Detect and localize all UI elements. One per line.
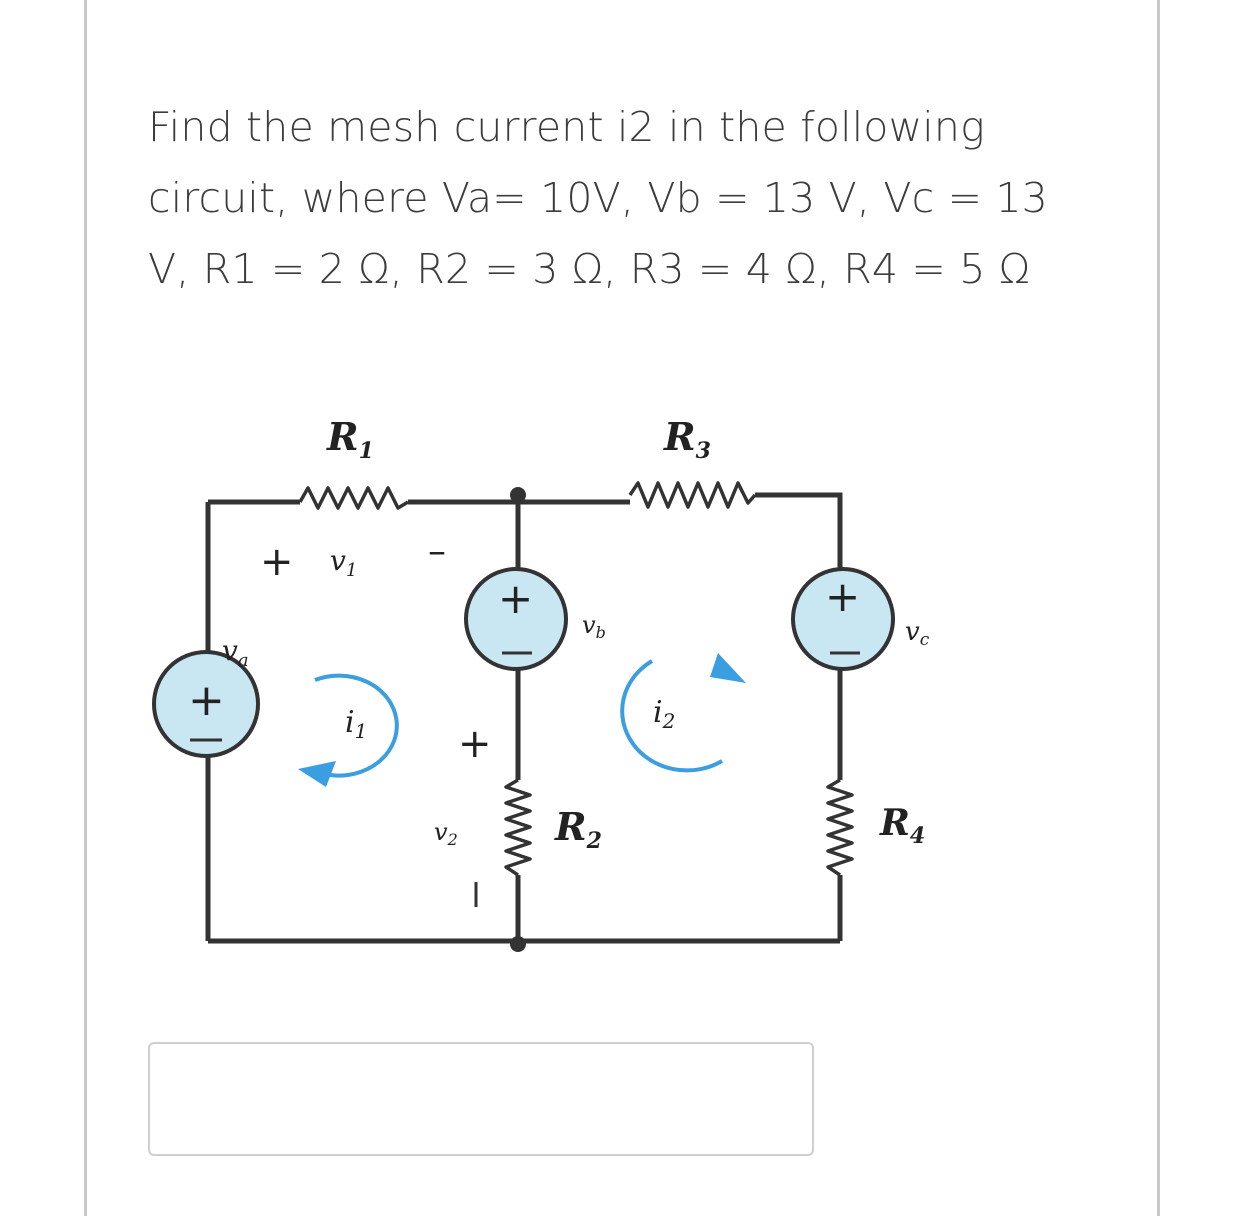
label-vb: vb (582, 611, 606, 642)
label-v1: v1 (330, 544, 357, 581)
label-i2: i2 (653, 695, 675, 733)
mesh-arrow-i2 (620, 659, 724, 773)
answer-input[interactable] (148, 1042, 814, 1156)
question-line-1: Find the mesh current i2 in the followin… (148, 103, 985, 151)
node-top (510, 487, 526, 503)
label-r2: R2 (554, 804, 602, 854)
label-va: va (222, 634, 249, 671)
label-v1-plus: + (260, 539, 294, 585)
label-r1: R1 (326, 414, 374, 464)
mesh-arrowhead-i2 (710, 653, 746, 683)
circuit-diagram: R1 + v1 – R3 + va + vb + vc R2 + v2 R4 i… (152, 414, 930, 952)
label-v2-plus: + (458, 721, 492, 767)
resistor-r3 (628, 481, 757, 509)
label-vb-plus: + (498, 574, 533, 623)
resistor-r2 (504, 778, 532, 877)
question-line-3: V, R1 = 2 Ω, R2 = 3 Ω, R3 = 4 Ω, R4 = 5 … (148, 245, 1031, 293)
mesh-arrowhead-i1 (298, 761, 336, 787)
label-vc: vc (905, 617, 930, 650)
question-text: Find the mesh current i2 in the followin… (148, 92, 1108, 305)
label-v2: v2 (434, 818, 458, 849)
node-bottom (510, 936, 526, 952)
label-va-plus: + (188, 675, 225, 726)
resistor-r4 (826, 778, 854, 877)
label-i1: i1 (345, 705, 367, 743)
resistor-r1 (298, 486, 409, 510)
wire-top-right (755, 492, 843, 580)
question-card (84, 0, 1160, 1216)
label-r4: R4 (879, 802, 925, 849)
voltage-source-va (152, 650, 260, 758)
label-vc-plus: + (825, 572, 860, 621)
label-v1-minus: – (428, 531, 446, 572)
mesh-arrow-i1 (314, 673, 399, 778)
voltage-source-vb (464, 567, 568, 671)
question-line-2: circuit, where Va= 10V, Vb = 13 V, Vc = … (148, 174, 1048, 222)
voltage-source-vc (791, 567, 895, 671)
label-r3: R3 (663, 414, 711, 464)
